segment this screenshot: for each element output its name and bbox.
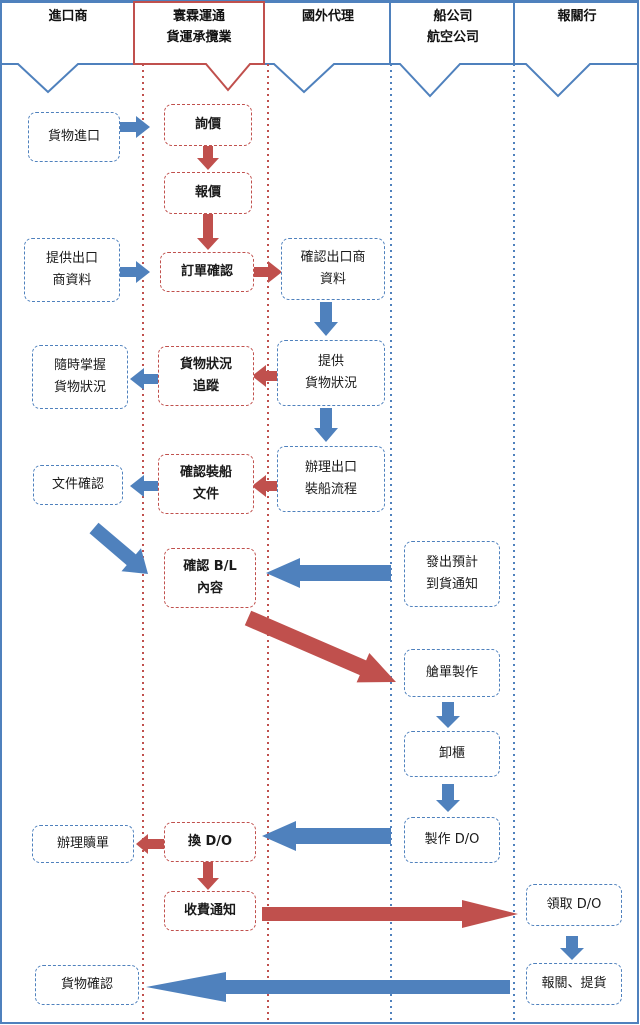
step-make-do: 製作 D/O: [404, 817, 500, 863]
lane-header-broker: [513, 1, 639, 98]
step-collect-do: 領取 D/O: [526, 884, 622, 926]
step-confirm-exporter-info: 確認出口商資料: [281, 238, 385, 300]
step-manifest-preparation: 艙單製作: [404, 649, 500, 697]
arrow-status-to-track: [252, 365, 278, 387]
arrow-import-to-inquiry: [118, 116, 150, 138]
lane-title-agent: 國外代理: [301, 9, 354, 24]
arrow-bl-to-manifest: [244, 610, 396, 683]
step-export-shipping-process: 辦理出口裝船流程: [277, 446, 385, 512]
step-confirm-shipping-docs: 確認裝船文件: [158, 454, 254, 514]
arrow-provide-to-order: [120, 261, 150, 283]
step-provide-goods-status: 提供貨物狀況: [277, 340, 385, 406]
arrow-provide-to-export: [314, 408, 338, 442]
arrow-unload-to-make-do: [436, 784, 460, 812]
step-redeem-documents: 辦理贖單: [32, 825, 134, 863]
step-fee-notice: 收費通知: [164, 891, 256, 931]
lane-title-carrier: 船公司航空公司: [426, 9, 479, 45]
step-inquiry: 詢價: [164, 104, 252, 146]
step-goods-confirmation: 貨物確認: [35, 965, 139, 1005]
lane-title-importer: 進口商: [48, 9, 88, 24]
arrow-order-to-agent: [252, 261, 282, 283]
step-quotation: 報價: [164, 172, 252, 214]
step-arrival-notice: 發出預計到貨通知: [404, 541, 500, 607]
lane-title-broker: 報關行: [557, 9, 597, 24]
lane-header-forwarder: [133, 1, 265, 92]
arrow-notice-to-bl: [266, 558, 391, 588]
arrow-collect-to-pickup: [560, 936, 584, 960]
arrow-pickup-to-goods-confirm: [146, 972, 510, 1002]
arrow-inquiry-to-quote: [197, 143, 219, 170]
lane-title-forwarder: 寰霖運通貨運承攬業: [166, 9, 232, 45]
arrow-export-to-docs: [252, 475, 278, 497]
step-exchange-do: 換 D/O: [164, 822, 256, 862]
arrow-confirm-to-provide: [314, 302, 338, 336]
arrow-docs-to-confirm: [130, 475, 158, 497]
step-document-confirmation: 文件確認: [33, 465, 123, 505]
step-provide-exporter-info: 提供出口商資料: [24, 238, 120, 302]
step-customs-and-pickup: 報關、提貨: [526, 963, 622, 1005]
arrow-quote-to-order: [197, 212, 219, 250]
step-import-goods: 貨物進口: [28, 112, 120, 162]
step-order-confirmation: 訂單確認: [160, 252, 254, 292]
arrow-manifest-to-unload: [436, 702, 460, 728]
step-monitor-goods-status: 隨時掌握貨物狀況: [32, 345, 128, 409]
arrow-fee-to-collect: [262, 900, 518, 928]
arrow-make-do-to-exchange: [262, 821, 391, 851]
arrow-confirm-to-bl: [89, 522, 148, 574]
step-unload-container: 卸櫃: [404, 731, 500, 777]
step-track-goods-status: 貨物狀況追蹤: [158, 346, 254, 406]
arrow-exchange-to-fee: [197, 862, 219, 890]
arrow-track-to-monitor: [130, 368, 158, 390]
arrow-exchange-to-claim: [136, 834, 164, 854]
